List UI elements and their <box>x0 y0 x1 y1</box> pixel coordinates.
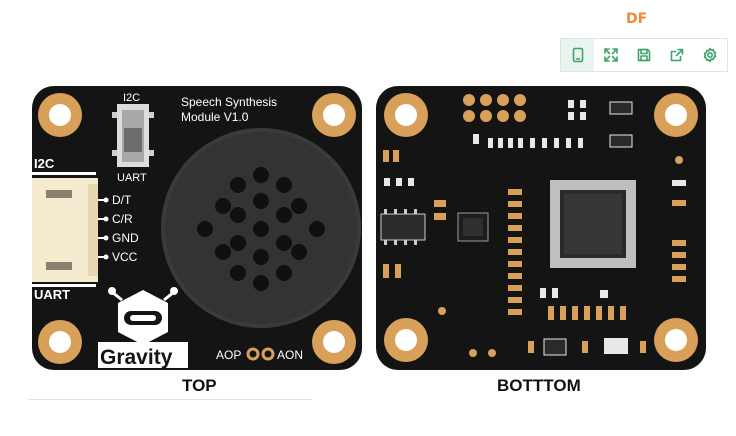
audio-output-pads <box>246 347 275 361</box>
share-icon <box>670 48 683 62</box>
header-pads <box>438 94 683 357</box>
save-icon <box>637 48 650 62</box>
save-button[interactable] <box>627 39 660 71</box>
image-toolbar <box>560 38 728 72</box>
aop-label: AOP <box>216 348 241 362</box>
main-qfp-chip <box>550 180 636 268</box>
mounting-holes-bottom <box>384 93 698 362</box>
speaker <box>161 128 361 328</box>
top-view-caption: TOP <box>182 376 217 395</box>
gravity-robot-icon <box>108 287 178 345</box>
settings-button[interactable] <box>693 39 726 71</box>
module-title-line2: Module V1.0 <box>181 110 249 124</box>
logo-plate <box>98 342 188 368</box>
module-title-line1: Speech Synthesis <box>181 95 277 109</box>
mobile-icon <box>572 47 583 63</box>
mode-switch <box>112 104 154 167</box>
aon-label: AON <box>277 348 303 362</box>
pin-label-cr: C/R <box>112 212 133 226</box>
qfn-chip <box>457 212 489 242</box>
transistors <box>543 101 633 356</box>
pin-label-gnd: GND <box>112 231 139 245</box>
brand-mark: DF <box>626 11 648 27</box>
phone-view-button[interactable] <box>561 39 594 71</box>
expand-icon <box>603 48 618 62</box>
side-label-i2c: I2C <box>34 156 55 171</box>
gear-icon <box>703 47 716 63</box>
mounting-holes-top <box>38 93 356 364</box>
pin-label-dt: D/T <box>112 193 132 207</box>
pin-label-vcc: VCC <box>112 250 138 264</box>
bottom-pcb <box>376 86 706 370</box>
side-label-uart: UART <box>34 287 70 302</box>
smd-components-silver <box>384 100 686 354</box>
fullscreen-button[interactable] <box>594 39 627 71</box>
bottom-view-caption: BOTTTOM <box>497 376 581 395</box>
caption-divider <box>28 399 312 400</box>
soic-chip <box>380 209 426 245</box>
gravity-connector <box>32 178 98 282</box>
switch-label-i2c: I2C <box>123 92 140 104</box>
gravity-logo-text: Gravity <box>100 346 173 369</box>
share-button[interactable] <box>660 39 693 71</box>
pin-dots <box>103 197 109 260</box>
smd-components-gold <box>383 150 686 353</box>
switch-label-uart: UART <box>117 172 147 184</box>
